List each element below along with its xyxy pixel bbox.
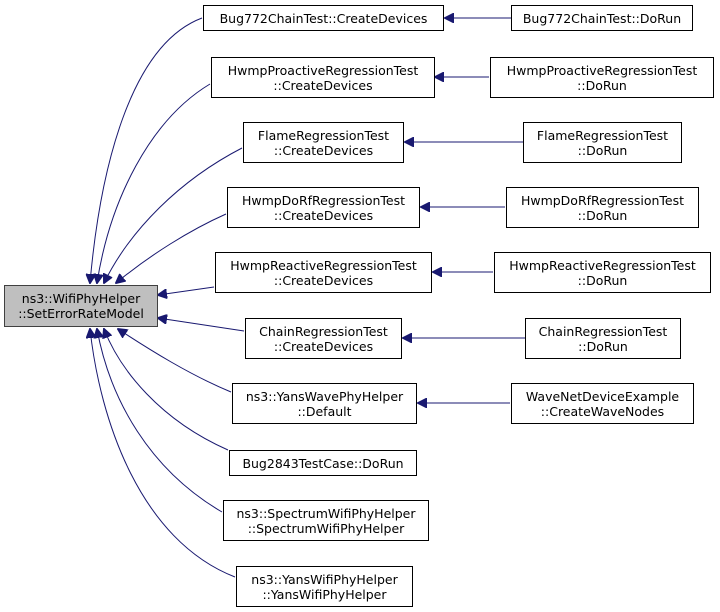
- root-node-set-error-rate-model: ns3::WifiPhyHelper ::SetErrorRateModel: [4, 285, 158, 327]
- node-label-line2: ::DoRun: [577, 142, 628, 158]
- node-spectrum-wifi-phy-helper-ctor[interactable]: ns3::SpectrumWifiPhyHelper ::SpectrumWif…: [223, 500, 429, 541]
- node-label-line2: ::DoRun: [577, 77, 627, 93]
- node-hwmp-proactive-dorun[interactable]: HwmpProactiveRegressionTest ::DoRun: [490, 57, 714, 98]
- node-hwmp-reactive-create-devices[interactable]: HwmpReactiveRegressionTest ::CreateDevic…: [215, 252, 432, 293]
- node-label: Bug2843TestCase::DoRun: [242, 455, 404, 471]
- node-label-line1: HwmpProactiveRegressionTest: [227, 62, 419, 78]
- node-label-line1: ns3::YansWifiPhyHelper: [251, 571, 398, 587]
- edge-hwmp-reactive-create-to-root: [158, 286, 215, 295]
- node-label-line1: FlameRegressionTest: [536, 127, 669, 143]
- node-bug772-dorun[interactable]: Bug772ChainTest::DoRun: [511, 5, 693, 31]
- node-label-line1: HwmpReactiveRegressionTest: [509, 257, 696, 273]
- node-label-line1: HwmpReactiveRegressionTest: [230, 257, 417, 273]
- node-chain-dorun[interactable]: ChainRegressionTest ::DoRun: [525, 318, 681, 359]
- edge-bug2843-to-root: [104, 329, 229, 451]
- edge-hwmp-dorf-create-to-root: [116, 213, 227, 283]
- edge-flame-create-to-root: [104, 147, 243, 283]
- node-label-line2: ::CreateDevices: [273, 207, 374, 223]
- node-label-line2: ::CreateDevices: [273, 142, 374, 158]
- node-label-line2: ::YansWifiPhyHelper: [262, 586, 387, 602]
- node-label-line2: ::DoRun: [577, 207, 628, 223]
- node-label-line2: ::CreateDevices: [273, 272, 374, 288]
- node-label-line1: ChainRegressionTest: [538, 323, 668, 339]
- node-label-line1: ChainRegressionTest: [259, 323, 388, 339]
- node-bug2843-dorun[interactable]: Bug2843TestCase::DoRun: [229, 450, 417, 476]
- root-node-line1: ns3::WifiPhyHelper: [21, 291, 141, 306]
- node-label-line1: FlameRegressionTest: [257, 127, 390, 143]
- node-yans-wave-default[interactable]: ns3::YansWavePhyHelper ::Default: [232, 383, 417, 424]
- node-label-line1: HwmpProactiveRegressionTest: [506, 62, 698, 78]
- node-label-line2: ::CreateDevices: [273, 338, 374, 354]
- node-flame-dorun[interactable]: FlameRegressionTest ::DoRun: [523, 122, 682, 163]
- edge-yans-wave-default-to-root: [118, 329, 232, 393]
- node-label-line2: ::SpectrumWifiPhyHelper: [247, 520, 405, 536]
- node-chain-create-devices[interactable]: ChainRegressionTest ::CreateDevices: [245, 318, 402, 359]
- node-label-line2: ::CreateWaveNodes: [540, 403, 665, 419]
- node-label: Bug772ChainTest::CreateDevices: [219, 10, 428, 26]
- node-label-line1: HwmpDoRfRegressionTest: [520, 192, 685, 208]
- edge-chain-create-to-root: [158, 318, 245, 332]
- node-hwmp-proactive-create-devices[interactable]: HwmpProactiveRegressionTest ::CreateDevi…: [211, 57, 435, 98]
- node-label-line2: ::DoRun: [578, 338, 628, 354]
- node-label-line2: ::DoRun: [577, 272, 628, 288]
- edge-spectrum-ctor-to-root: [97, 329, 223, 513]
- node-label-line1: ns3::YansWavePhyHelper: [245, 388, 404, 404]
- edge-hwmp-proactive-create-to-root: [97, 83, 211, 283]
- node-label-line1: WaveNetDeviceExample: [525, 388, 680, 404]
- node-label-line1: ns3::SpectrumWifiPhyHelper: [236, 505, 416, 521]
- node-hwmp-reactive-dorun[interactable]: HwmpReactiveRegressionTest ::DoRun: [494, 252, 711, 293]
- node-label-line2: ::Default: [297, 403, 352, 419]
- node-label: Bug772ChainTest::DoRun: [522, 10, 682, 26]
- node-wave-create-wave-nodes[interactable]: WaveNetDeviceExample ::CreateWaveNodes: [511, 383, 694, 424]
- node-bug772-create-devices[interactable]: Bug772ChainTest::CreateDevices: [203, 5, 444, 31]
- edge-yans-wifi-ctor-to-root: [90, 329, 236, 578]
- node-flame-create-devices[interactable]: FlameRegressionTest ::CreateDevices: [243, 122, 404, 163]
- edge-bug772-create-to-root: [90, 17, 203, 283]
- node-hwmp-dorf-create-devices[interactable]: HwmpDoRfRegressionTest ::CreateDevices: [227, 187, 420, 228]
- node-yans-wifi-phy-helper-ctor[interactable]: ns3::YansWifiPhyHelper ::YansWifiPhyHelp…: [236, 566, 413, 607]
- node-label-line1: HwmpDoRfRegressionTest: [241, 192, 406, 208]
- root-node-line2: ::SetErrorRateModel: [18, 306, 144, 321]
- node-hwmp-dorf-dorun[interactable]: HwmpDoRfRegressionTest ::DoRun: [506, 187, 699, 228]
- node-label-line2: ::CreateDevices: [273, 77, 373, 93]
